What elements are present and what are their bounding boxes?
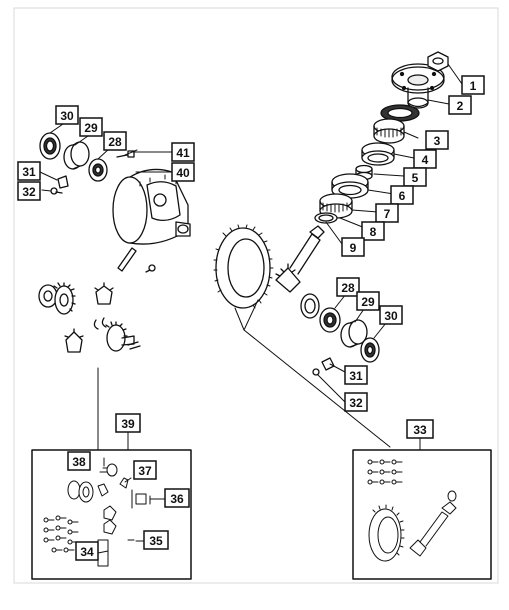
side-bearing-cup-part — [63, 141, 90, 170]
thrust-washer-part — [127, 341, 141, 350]
callout-5: 5 — [403, 167, 427, 187]
callout-33: 33 — [406, 419, 434, 439]
side-bearing-seal-part-right — [300, 293, 320, 319]
callout-28-lower: 28 — [336, 277, 360, 297]
callout-34: 34 — [75, 541, 99, 561]
svg-text:40: 40 — [176, 166, 190, 180]
outer-bearing-cone-part — [373, 118, 405, 144]
svg-text:4: 4 — [422, 153, 429, 167]
pinion-mate-gear-part-lower — [64, 328, 84, 353]
svg-text:2: 2 — [457, 99, 464, 113]
callout-29-upper: 29 — [79, 117, 103, 137]
callout-31-lower: 31 — [344, 365, 368, 385]
bolt-part-left — [50, 187, 63, 195]
callout-41: 41 — [171, 142, 195, 162]
callout-36: 36 — [164, 488, 190, 508]
callout-9: 9 — [341, 237, 365, 257]
svg-text:28: 28 — [108, 135, 122, 149]
callout-32-upper: 32 — [17, 181, 41, 201]
callout-40: 40 — [171, 162, 195, 182]
svg-text:30: 30 — [60, 109, 74, 123]
outer-bearing-cup-part — [361, 142, 395, 166]
svg-text:38: 38 — [72, 455, 86, 469]
svg-text:35: 35 — [149, 534, 163, 548]
svg-text:33: 33 — [413, 423, 427, 437]
drive-pinion-part — [275, 225, 325, 293]
pinion-seal-part — [380, 104, 420, 122]
side-bearing-race-part-right — [360, 337, 380, 363]
callout-37: 37 — [133, 460, 157, 480]
kit-right-contents — [367, 459, 457, 562]
callout-8: 8 — [361, 221, 385, 241]
pinion-flange-part — [391, 63, 445, 109]
svg-text:3: 3 — [434, 134, 441, 148]
callout-28-upper: 28 — [103, 131, 127, 151]
svg-text:37: 37 — [138, 464, 152, 478]
callout-39: 39 — [115, 413, 141, 433]
callout-29-lower: 29 — [356, 291, 380, 311]
svg-text:30: 30 — [384, 309, 398, 323]
bolt-part-right — [312, 368, 320, 376]
svg-text:31: 31 — [349, 369, 363, 383]
kit-box-left — [31, 449, 192, 580]
callout-4: 4 — [413, 149, 437, 169]
callout-2: 2 — [448, 95, 472, 115]
callout-32-lower: 32 — [344, 392, 368, 412]
side-bearing-cone-part-right — [319, 307, 341, 333]
clip-part-right — [321, 357, 335, 371]
callout-30-lower: 30 — [379, 305, 403, 325]
callout-30-upper: 30 — [55, 105, 79, 125]
side-bearing-cone-part — [88, 158, 108, 182]
svg-text:41: 41 — [176, 146, 190, 160]
svg-text:29: 29 — [361, 295, 375, 309]
kit-box-right — [352, 449, 492, 580]
ring-gear-part — [213, 224, 274, 309]
differential-case-part — [112, 168, 191, 245]
callout-6: 6 — [390, 185, 414, 205]
svg-text:29: 29 — [84, 121, 98, 135]
svg-text:6: 6 — [399, 189, 406, 203]
callout-1: 1 — [461, 75, 485, 95]
svg-text:9: 9 — [350, 241, 357, 255]
svg-text:31: 31 — [22, 165, 36, 179]
svg-text:36: 36 — [170, 492, 184, 506]
pinion-nut-part — [427, 51, 449, 72]
side-gear-washer-part — [38, 284, 58, 308]
side-bearing-seal-part — [39, 132, 61, 160]
page-border — [13, 7, 499, 584]
svg-text:5: 5 — [412, 171, 419, 185]
svg-text:28: 28 — [341, 281, 355, 295]
svg-text:1: 1 — [470, 79, 477, 93]
side-gear-part — [53, 282, 76, 315]
svg-text:32: 32 — [349, 396, 363, 410]
callout-31-upper: 31 — [17, 161, 41, 181]
svg-text:39: 39 — [121, 417, 135, 431]
clip-part-left — [57, 175, 69, 189]
svg-text:7: 7 — [384, 207, 391, 221]
callout-7: 7 — [375, 203, 399, 223]
side-bearing-cup-part-right — [340, 319, 368, 348]
svg-text:34: 34 — [80, 545, 94, 559]
svg-text:8: 8 — [370, 225, 377, 239]
pinion-shim-part — [314, 212, 338, 224]
svg-text:32: 32 — [22, 185, 36, 199]
c-clip-part — [93, 317, 107, 330]
callout-3: 3 — [425, 130, 449, 150]
side-gear-part-right — [105, 321, 135, 352]
cross-shaft-part — [117, 247, 137, 272]
kit-left-contents — [43, 457, 166, 567]
lock-screw-part — [145, 264, 156, 273]
pinion-mate-gear-part-upper — [94, 282, 114, 305]
leader-lines — [39, 63, 463, 451]
callout-38: 38 — [67, 451, 91, 471]
callout-35: 35 — [143, 530, 169, 550]
